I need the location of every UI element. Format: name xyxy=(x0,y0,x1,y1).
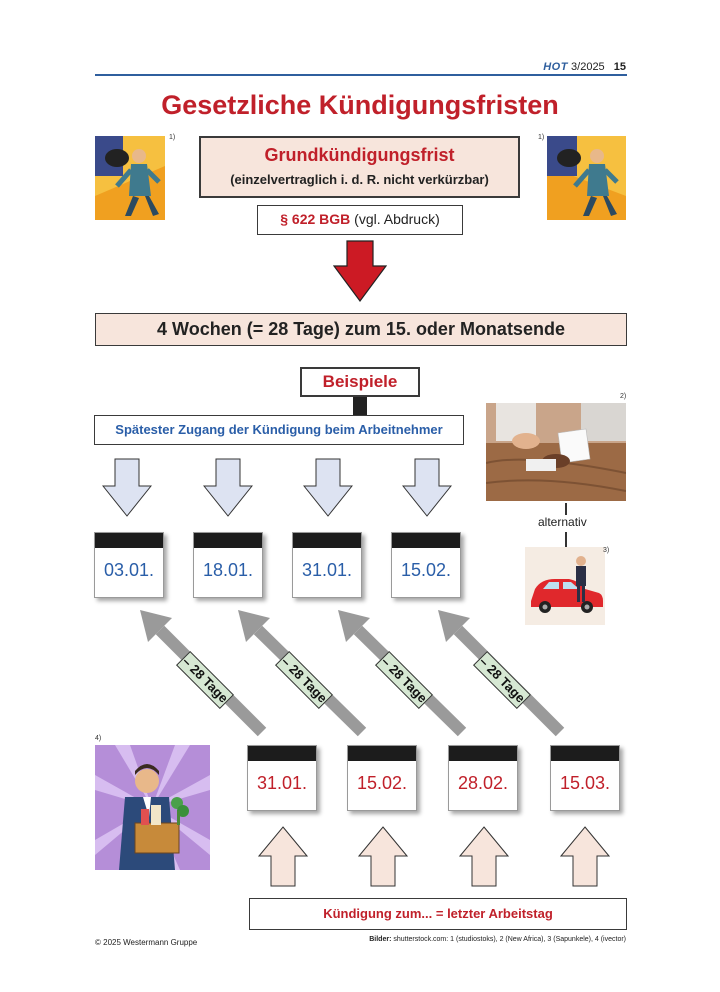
calendar-date: 31.01. xyxy=(301,560,353,580)
document-handover-image xyxy=(486,403,626,501)
calendar-date: 15.02. xyxy=(356,773,408,793)
page-header: HOT 3/2025 15 xyxy=(543,61,626,73)
page-title: Gesetzliche Kündigungsfristen xyxy=(161,90,559,120)
bgb-note: (vgl. Abdruck) xyxy=(354,211,440,227)
calendar-header xyxy=(95,533,163,548)
calendar-header xyxy=(293,533,361,548)
copyright: © 2025 Westermann Gruppe xyxy=(95,938,198,947)
kicked-employee-image-right xyxy=(547,136,626,220)
calendar-header xyxy=(194,533,262,548)
kicked-employee-image-left xyxy=(95,136,165,220)
alternativ-label: alternativ xyxy=(538,515,587,529)
bgb-paragraph: § 622 BGB xyxy=(280,211,351,227)
car-delivery-image xyxy=(525,547,605,625)
footnote-2: 2) xyxy=(620,393,627,400)
big-down-arrow-icon xyxy=(333,240,387,302)
up-arrow-icon-4 xyxy=(560,826,610,887)
beispiele-box: Beispiele xyxy=(300,367,420,397)
header-rule xyxy=(95,74,627,76)
calendar-ende-3: 28.02. xyxy=(448,745,518,811)
calendar-header xyxy=(392,533,460,548)
calendar-date: 18.01. xyxy=(202,560,254,580)
calendar-date: 15.03. xyxy=(559,773,611,793)
page-number: 15 xyxy=(613,61,626,73)
footnote-1-right: 1) xyxy=(538,134,545,141)
zugang-box: Spätester Zugang der Kündigung beim Arbe… xyxy=(94,415,464,445)
connector-stem xyxy=(353,397,367,415)
credits-text: shutterstock.com: 1 (studiostoks), 2 (Ne… xyxy=(393,936,626,943)
calendar-zugang-2: 18.01. xyxy=(193,532,263,598)
calendar-date: 31.01. xyxy=(256,773,308,793)
calendar-ende-4: 15.03. xyxy=(550,745,620,811)
minus-28-tage-label-1: – 28 Tage xyxy=(176,651,234,709)
credits-label: Bilder: xyxy=(369,936,392,943)
calendar-header xyxy=(449,746,517,761)
alternativ-line-bottom xyxy=(565,532,567,547)
footnote-4: 4) xyxy=(95,735,102,742)
up-arrow-icon-2 xyxy=(358,826,408,887)
down-arrow-icon-2 xyxy=(203,458,253,517)
grundkuendigungsfrist-box: Grundkündigungsfrist (einzelvertraglich … xyxy=(199,136,520,198)
calendar-date: 03.01. xyxy=(103,560,155,580)
fired-employee-image xyxy=(95,745,210,870)
down-arrow-icon-3 xyxy=(303,458,353,517)
calendar-zugang-3: 31.01. xyxy=(292,532,362,598)
calendar-zugang-4: 15.02. xyxy=(391,532,461,598)
calendar-header xyxy=(248,746,316,761)
calendar-ende-2: 15.02. xyxy=(347,745,417,811)
image-credits: Bilder: shutterstock.com: 1 (studiostoks… xyxy=(369,936,626,943)
footnote-1-left: 1) xyxy=(169,134,176,141)
footnote-3: 3) xyxy=(603,547,610,554)
minus-28-tage-label-2: – 28 Tage xyxy=(275,651,333,709)
minus-28-tage-label-4: – 28 Tage xyxy=(473,651,531,709)
calendar-header xyxy=(551,746,619,761)
calendar-zugang-1: 03.01. xyxy=(94,532,164,598)
bgb-reference-box: § 622 BGB (vgl. Abdruck) xyxy=(257,205,463,235)
minus-28-tage-label-3: – 28 Tage xyxy=(375,651,433,709)
frist-box: 4 Wochen (= 28 Tage) zum 15. oder Monats… xyxy=(95,313,627,346)
magazine-brand: HOT xyxy=(543,61,568,73)
calendar-date: 28.02. xyxy=(457,773,509,793)
issue-number: 3/2025 xyxy=(571,61,605,73)
grundkuendigungsfrist-subtitle: (einzelvertraglich i. d. R. nicht verkür… xyxy=(230,172,489,187)
down-arrow-icon-1 xyxy=(102,458,152,517)
grundkuendigungsfrist-title: Grundkündigungsfrist xyxy=(264,145,455,165)
calendar-date: 15.02. xyxy=(400,560,452,580)
down-arrow-icon-4 xyxy=(402,458,452,517)
up-arrow-icon-3 xyxy=(459,826,509,887)
up-arrow-icon-1 xyxy=(258,826,308,887)
kuendigung-zum-box: Kündigung zum... = letzter Arbeitstag xyxy=(249,898,627,930)
calendar-header xyxy=(348,746,416,761)
calendar-ende-1: 31.01. xyxy=(247,745,317,811)
alternativ-line-top xyxy=(565,503,567,515)
